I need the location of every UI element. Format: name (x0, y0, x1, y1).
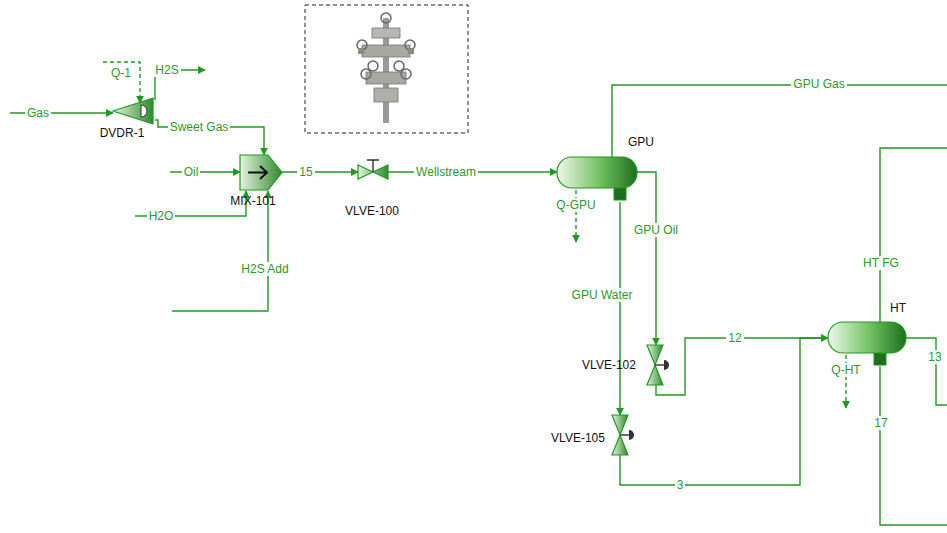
stream-label: Q-HT (829, 363, 862, 377)
unit-label: GPU (628, 135, 654, 149)
mixer: MIX-101 (240, 155, 282, 190)
oil-feed-line (170, 171, 240, 172)
stream-label: H2O (147, 209, 176, 223)
gpu-gas-line (612, 85, 947, 157)
valve-symbol (610, 415, 634, 455)
stream-label: Oil (182, 165, 201, 179)
component-splitter: DVDR-1 (113, 98, 155, 124)
stream-label: H2S Add (239, 262, 290, 276)
process-stream (656, 338, 828, 395)
h2s-add-line (172, 191, 268, 311)
separator-vessel-symbol (828, 322, 906, 366)
unit-label: VLVE-100 (345, 204, 399, 218)
unit-label: HT (890, 301, 906, 315)
stream-label: GPU Gas (791, 77, 846, 91)
stream-label: 15 (297, 165, 314, 179)
process-stream (282, 171, 358, 172)
stream-label: H2S (153, 63, 180, 77)
separator-vessel: GPU (557, 157, 637, 202)
stream-label: HT FG (861, 256, 901, 270)
stream-label: GPU Oil (632, 223, 680, 237)
stream-label: Sweet Gas (168, 120, 231, 134)
ht-fuel-gas-line (880, 148, 947, 322)
stream-label: Q-1 (109, 66, 133, 80)
valve: VLVE-105 (610, 415, 634, 455)
stream-label: Q-GPU (554, 198, 597, 212)
ht-liquid-line (906, 338, 947, 405)
separator-vessel-symbol (557, 157, 637, 202)
unit-label: DVDR-1 (100, 126, 145, 140)
stream-label: Wellstream (414, 165, 478, 179)
process-stream (620, 338, 828, 485)
process-stream (619, 202, 620, 415)
unit-label: VLVE-102 (582, 358, 636, 372)
stream-label: 17 (872, 416, 889, 430)
component-splitter-symbol (113, 98, 155, 124)
energy-line (103, 62, 140, 103)
unit-label: MIX-101 (230, 194, 275, 208)
valve-symbol (645, 345, 669, 385)
process-stream (155, 120, 264, 155)
unit-label: VLVE-105 (551, 431, 605, 445)
ht-water-line (880, 366, 947, 525)
process-stream (637, 172, 656, 345)
stream-label: Gas (25, 106, 51, 120)
valve-symbol (358, 158, 388, 182)
separator-vessel: HT (828, 322, 906, 366)
wellhead-illustration (305, 5, 468, 133)
mixer-symbol (240, 155, 282, 190)
stream-label: GPU Water (570, 288, 635, 302)
stream-label: 13 (926, 350, 943, 364)
stream-label: 12 (726, 331, 743, 345)
stream-label: 3 (675, 478, 686, 492)
valve: VLVE-102 (645, 345, 669, 385)
valve: VLVE-100 (358, 158, 388, 182)
